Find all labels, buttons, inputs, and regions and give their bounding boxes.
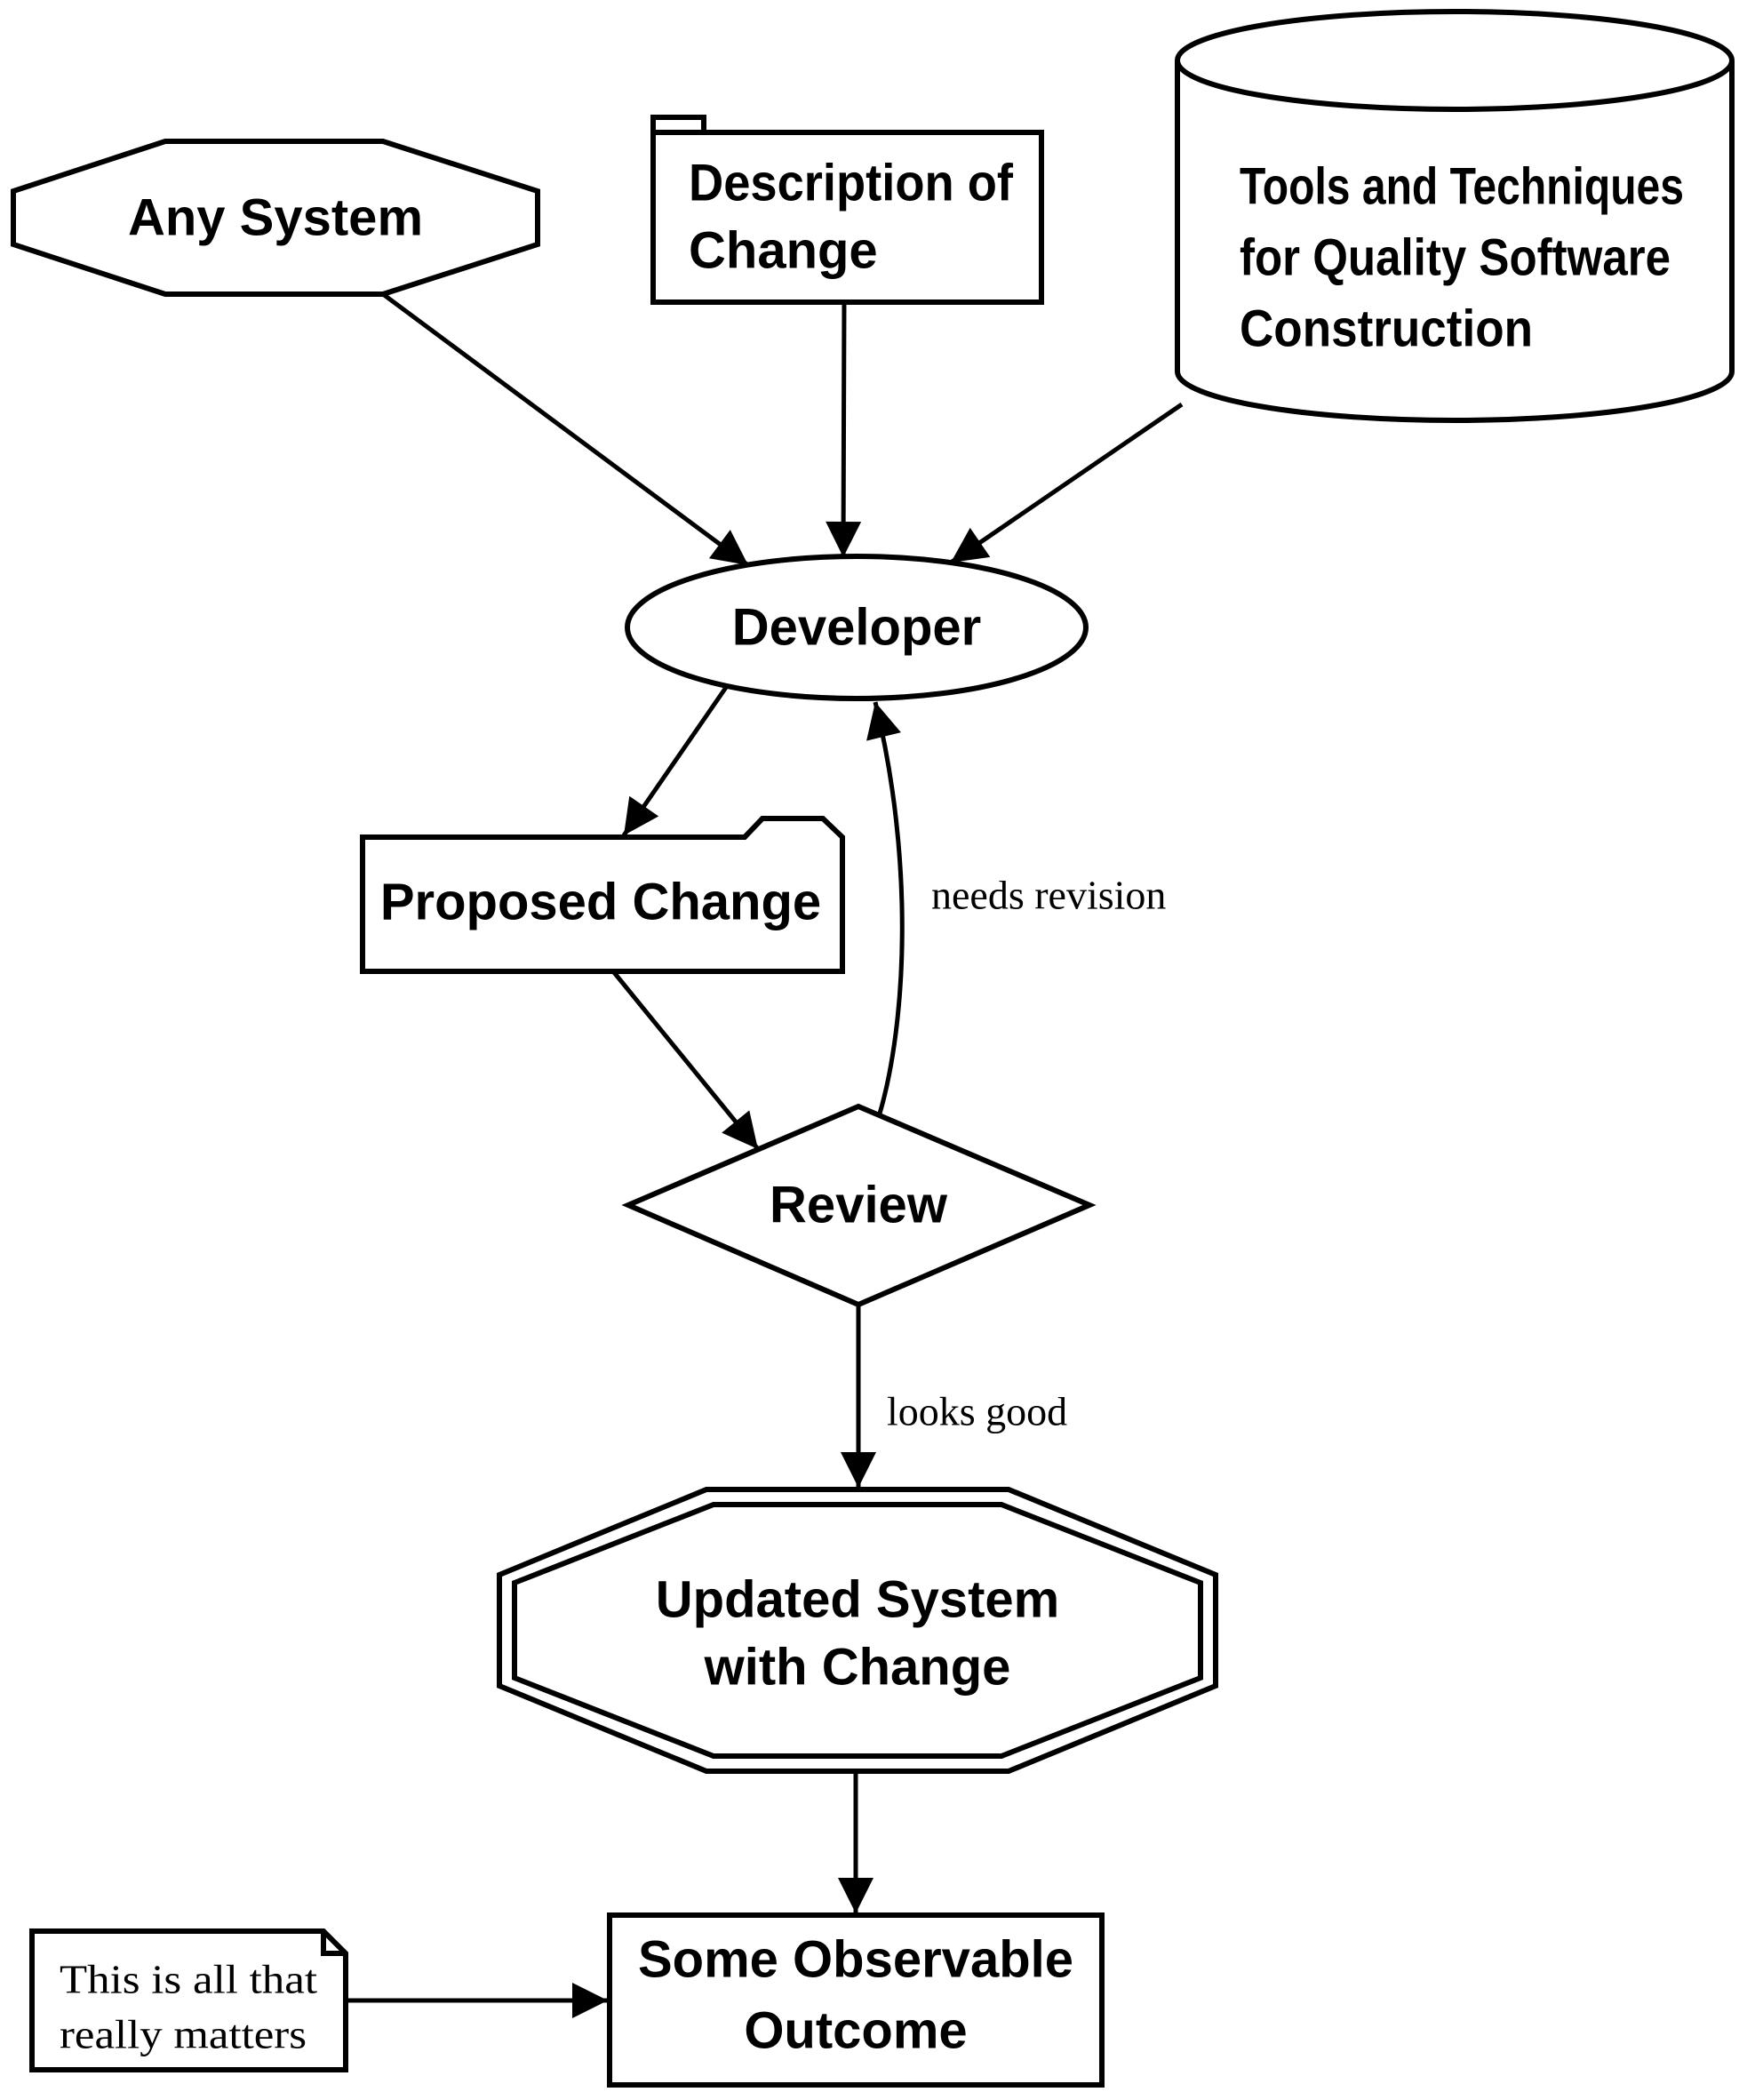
outcome-label-line2: Outcome bbox=[744, 2002, 967, 2060]
edge-developer-to-proposed-change bbox=[621, 684, 730, 837]
cylinder-top-ellipse bbox=[1175, 9, 1735, 112]
outcome-label-line1: Some Observable bbox=[638, 1931, 1073, 1989]
note-dogear-fold bbox=[321, 1931, 346, 1956]
proposed-change-label: Proposed Change bbox=[380, 874, 821, 931]
looks-good-edge-label: looks good bbox=[887, 1389, 1067, 1434]
updated-system-label-line1: Updated System bbox=[656, 1571, 1059, 1629]
outcome-rectangle bbox=[607, 1912, 1105, 2088]
note-node: This is all that really matters bbox=[29, 1928, 348, 2072]
proposed-change-node: Proposed Change bbox=[360, 816, 845, 974]
note-shape bbox=[29, 1928, 348, 2072]
review-label: Review bbox=[770, 1177, 948, 1234]
edge-tools-to-developer bbox=[949, 402, 1184, 565]
any-system-label: Any System bbox=[128, 189, 423, 247]
tools-label-line2: for Quality Software bbox=[1240, 229, 1671, 287]
tools-label-line3: Construction bbox=[1240, 300, 1533, 358]
some-observable-outcome-node: Some Observable Outcome bbox=[607, 1912, 1105, 2088]
description-label-line1: Description of bbox=[689, 155, 1014, 212]
edges-layer bbox=[346, 291, 1184, 2018]
description-of-change-node: Description of Change bbox=[650, 115, 1044, 305]
needs-revision-edge-label: needs revision bbox=[931, 873, 1166, 918]
diamond-shape bbox=[621, 1103, 1097, 1308]
note-label-line1: This is all that bbox=[60, 1957, 317, 2002]
review-node: Review bbox=[621, 1103, 1097, 1308]
folder-shape bbox=[360, 816, 845, 974]
updated-system-node: Updated System with Change bbox=[497, 1487, 1218, 1774]
double-octagon-inner bbox=[512, 1502, 1203, 1759]
edge-any-system-to-developer bbox=[381, 291, 750, 568]
edge-description-to-developer bbox=[826, 301, 862, 558]
tools-techniques-node: Tools and Techniques for Quality Softwar… bbox=[1175, 9, 1735, 423]
ellipse-shape bbox=[625, 554, 1089, 701]
edge-review-to-developer-needs-revision bbox=[866, 701, 905, 1114]
tools-label-line1: Tools and Techniques bbox=[1240, 158, 1684, 216]
octagon-shape bbox=[11, 139, 540, 297]
cylinder-body-fill bbox=[1177, 60, 1732, 371]
any-system-node: Any System bbox=[11, 139, 540, 297]
developer-label: Developer bbox=[732, 599, 981, 657]
updated-system-label-line2: with Change bbox=[704, 1639, 1011, 1697]
edge-proposed-change-to-review bbox=[611, 970, 760, 1151]
developer-node: Developer bbox=[625, 554, 1089, 701]
description-label-line2: Change bbox=[689, 222, 878, 280]
note-label-line2: really matters bbox=[60, 2012, 307, 2057]
